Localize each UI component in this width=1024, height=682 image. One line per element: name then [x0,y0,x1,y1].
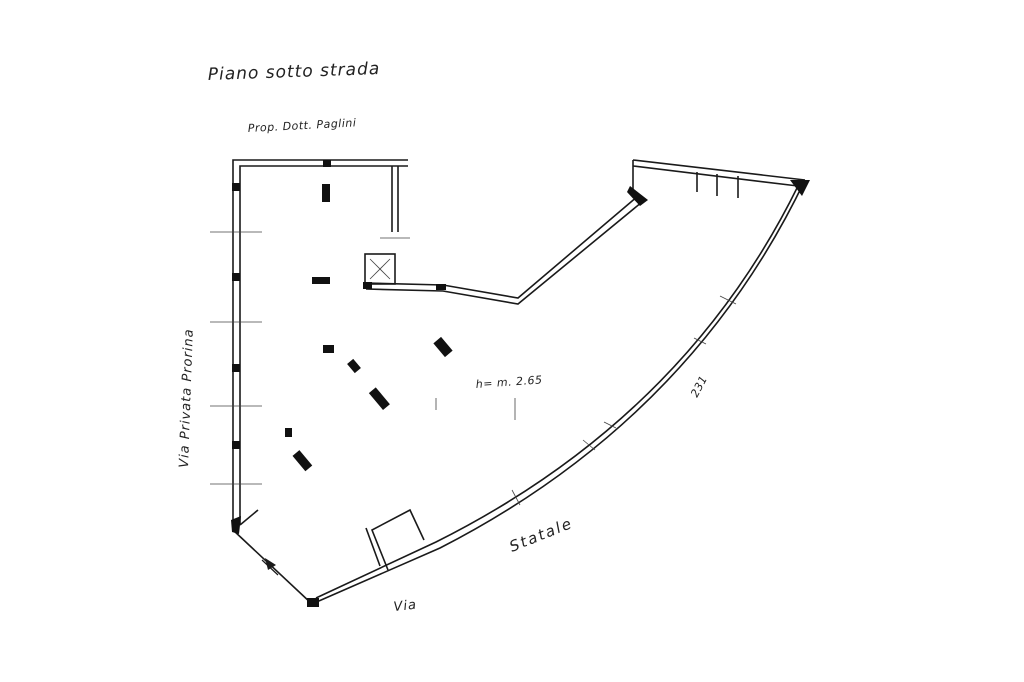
columns [231,160,810,607]
outer-walls [232,159,806,605]
alcove [365,508,425,571]
left-street-label: Via Privata Prorina [177,328,197,468]
dimension-note: 231 [688,373,710,399]
street-label-statale: Statale [507,514,576,556]
dimension-arrow [261,558,279,576]
plan-title: Piano sotto strada [207,59,380,85]
street-label-via: Via [393,598,418,615]
owner-label: Prop. Dott. Paglini [247,116,356,135]
height-note: h= m. 2.65 [475,373,543,391]
grid-ticks [210,231,737,506]
lift-shaft [364,253,396,285]
